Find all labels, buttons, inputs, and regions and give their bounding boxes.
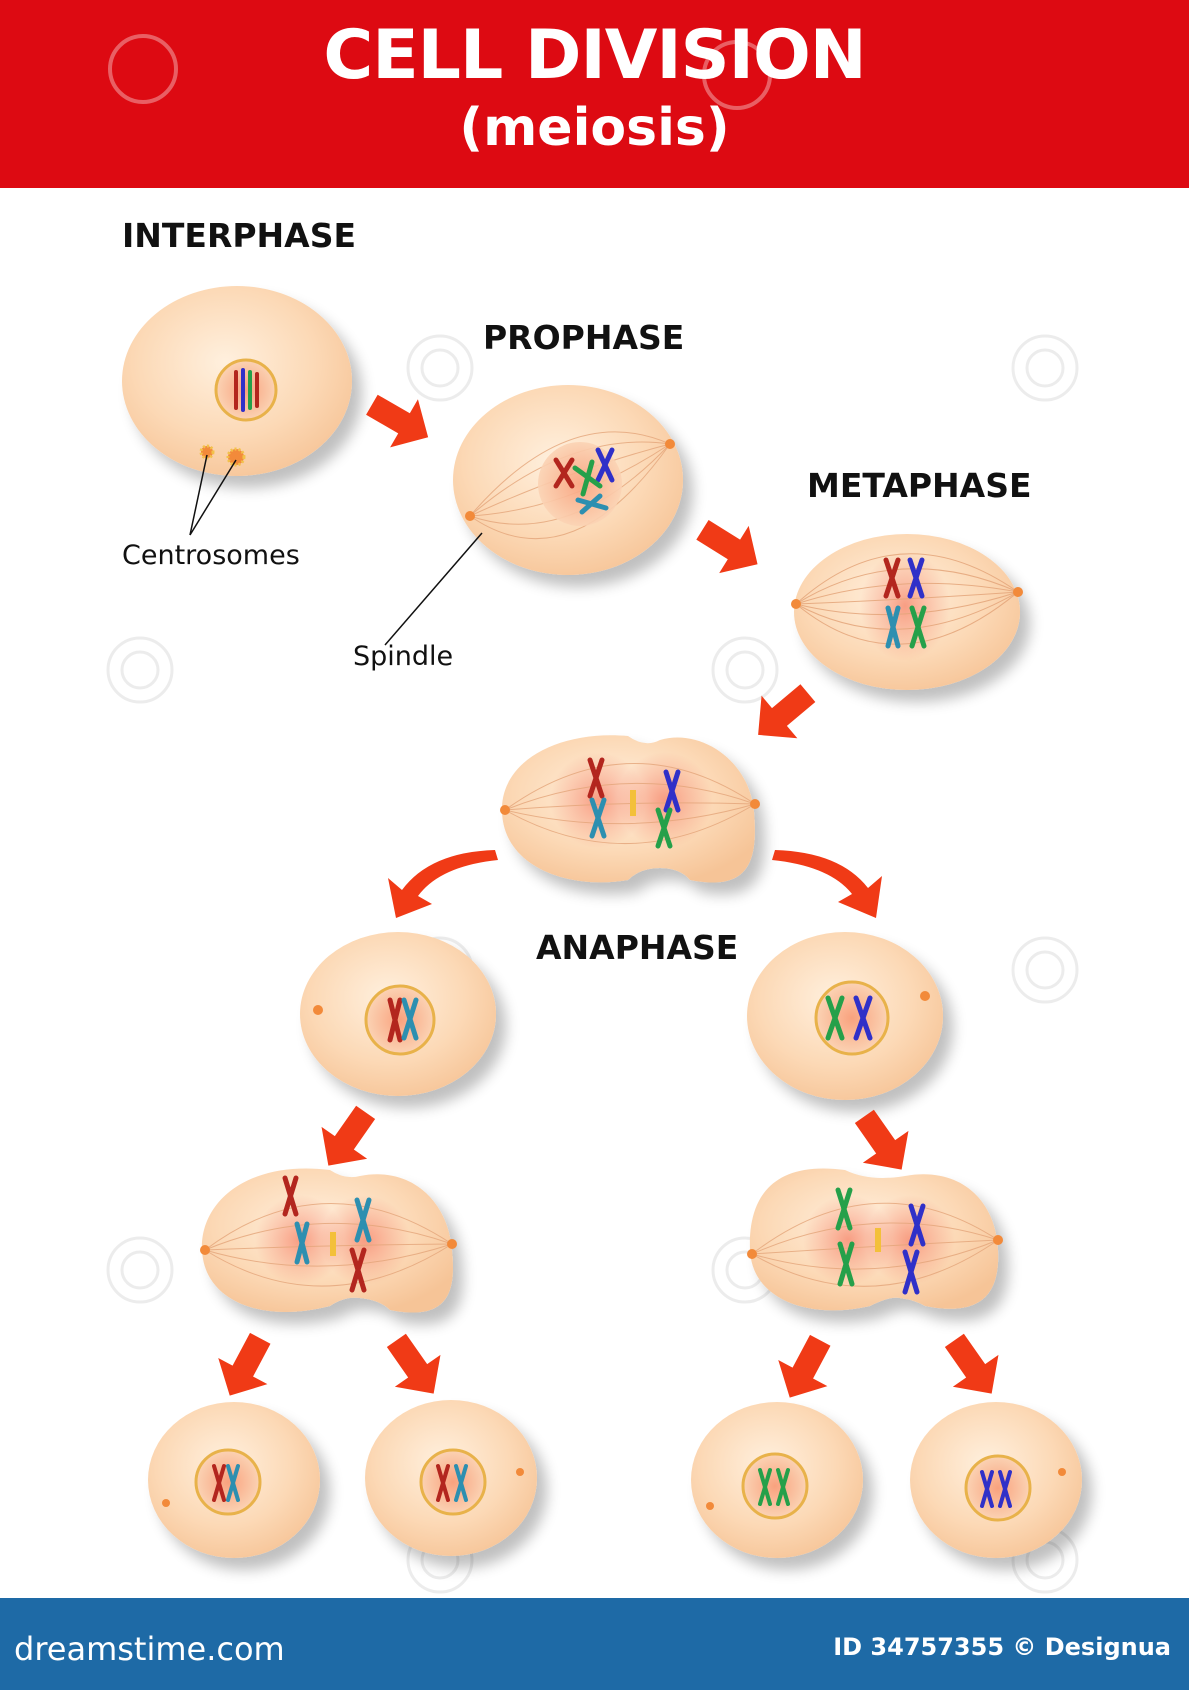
arrow-icon [841, 1100, 925, 1186]
arrow-icon [205, 1325, 285, 1409]
image-id-credit: ID 34757355 © Designua [833, 1633, 1171, 1661]
prophase-label: PROPHASE [483, 318, 685, 357]
title-banner: CELL DIVISION (meiosis) [0, 0, 1189, 188]
site-watermark: dreamstime.com [14, 1630, 285, 1668]
interphase-cell [122, 286, 352, 476]
arrow-icon [687, 506, 773, 588]
final-cell-4 [910, 1402, 1082, 1558]
chromosome-group [436, 1464, 468, 1502]
anaphase-cell [500, 735, 760, 883]
centrosomes-callout: Centrosomes [122, 540, 300, 571]
chromosome-group [758, 1468, 790, 1506]
anaphase-label: ANAPHASE [536, 928, 739, 967]
chromosome-group [980, 1470, 1012, 1508]
chromosome-group [553, 447, 615, 515]
arrow-icon [357, 380, 443, 462]
arrow-icon [931, 1324, 1015, 1410]
metaphase-cell [791, 534, 1023, 690]
anaphase-ii-left-cell [200, 1168, 457, 1313]
arrow-icon [772, 850, 882, 918]
footer-bar [0, 1598, 1189, 1690]
diagram-title: CELL DIVISION [323, 16, 866, 95]
centrosomes-pointer [189, 454, 237, 536]
final-cell-2 [365, 1400, 537, 1556]
daughter-cell-left [300, 932, 496, 1096]
flow-arrows [205, 380, 1015, 1411]
chromosome-group [212, 1464, 240, 1502]
final-cell-1 [148, 1402, 320, 1558]
chromosome-group [883, 557, 927, 649]
arrow-icon [373, 1324, 457, 1410]
spindle-fibers [751, 1202, 999, 1287]
watermark-swirl-icon [108, 34, 178, 104]
arrow-icon [305, 1096, 389, 1182]
spindle-callout: Spindle [353, 641, 454, 672]
chromosome-group [234, 368, 259, 412]
anaphase-ii-right-cell [747, 1168, 1003, 1311]
watermark-swirl-icon [702, 40, 772, 110]
chromosome-group [282, 1175, 372, 1293]
final-cell-3 [691, 1402, 863, 1558]
metaphase-label: METAPHASE [807, 466, 1032, 505]
spindle-fibers [204, 1202, 453, 1287]
daughter-cell-right [747, 932, 943, 1100]
arrow-icon [765, 1327, 845, 1411]
chromosome-group [587, 757, 681, 849]
interphase-label: INTERPHASE [122, 216, 357, 255]
spindle-fibers [795, 553, 1019, 645]
meiosis-diagram [106, 286, 1082, 1594]
chromosome-group [835, 1187, 926, 1295]
arrow-icon [388, 850, 498, 918]
diagram-subtitle: (meiosis) [459, 98, 730, 158]
spindle-pointer [384, 532, 483, 646]
prophase-cell [453, 385, 683, 575]
chromosome-group [825, 995, 873, 1041]
chromosome-group [387, 997, 419, 1043]
